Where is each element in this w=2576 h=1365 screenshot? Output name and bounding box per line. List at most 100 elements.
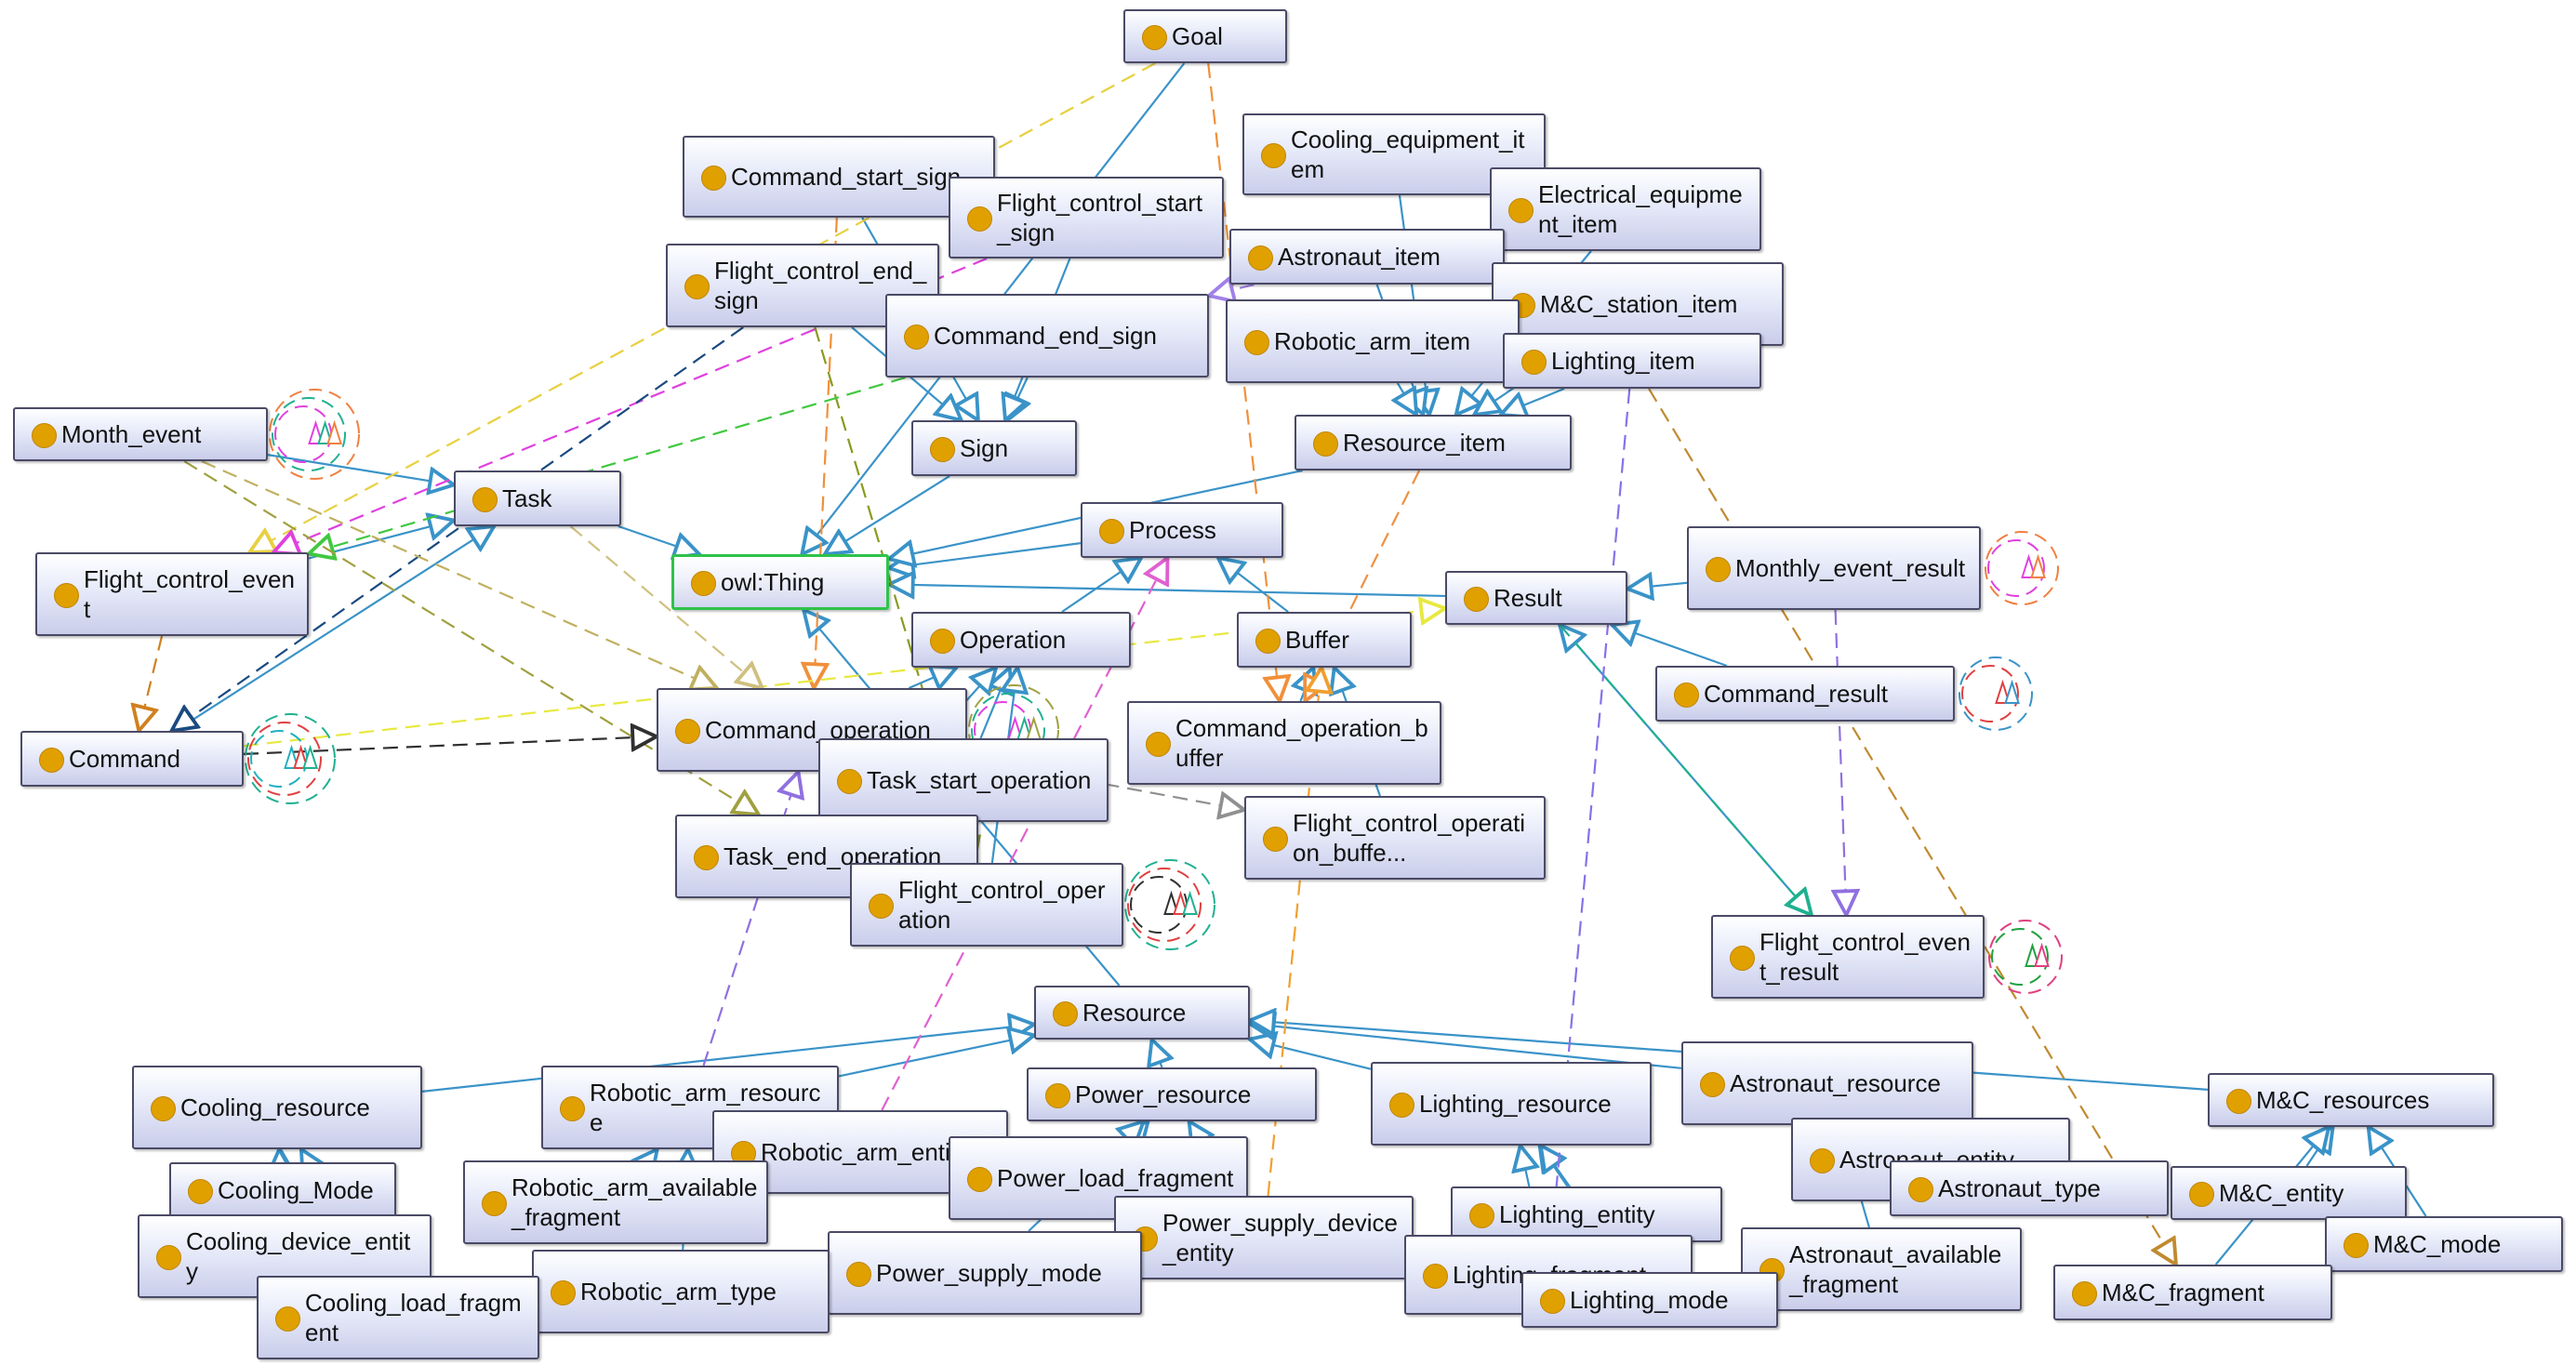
node-cooling-load-fragment[interactable]: Cooling_load_fragment xyxy=(257,1276,539,1359)
node-process[interactable]: Process xyxy=(1081,502,1283,558)
subclass-edge xyxy=(2305,1127,2332,1167)
node-operation[interactable]: Operation xyxy=(911,612,1131,668)
node-label: Lighting_resource xyxy=(1419,1090,1612,1118)
node-lighting-entity[interactable]: Lighting_entity xyxy=(1451,1186,1722,1242)
subclass-edge xyxy=(617,524,699,554)
node-sign[interactable]: Sign xyxy=(911,420,1077,476)
property-edge xyxy=(201,459,717,688)
self-loop-edge xyxy=(1991,928,2049,986)
node-flight-control-operation[interactable]: Flight_control_operation xyxy=(850,863,1123,947)
node-label: Result xyxy=(1494,584,1562,612)
node-label: Flight_control_start_sign xyxy=(997,189,1203,246)
node-astronaut-item[interactable]: Astronaut_item xyxy=(1229,229,1505,285)
node-command-start-sign[interactable]: Command_start_sign xyxy=(683,136,995,218)
node-label: Robotic_arm_resource xyxy=(590,1079,821,1136)
self-loop-arrowhead xyxy=(1163,890,1179,915)
node-lighting-resource[interactable]: Lighting_resource xyxy=(1371,1062,1652,1146)
property-edge xyxy=(309,376,906,554)
class-icon xyxy=(482,1190,507,1216)
node-command-result[interactable]: Command_result xyxy=(1655,666,1955,722)
self-loop-edge xyxy=(247,722,322,796)
node-mc-entity[interactable]: M&C_entity xyxy=(2171,1166,2407,1220)
subclass-edge xyxy=(1007,377,1028,420)
node-power-resource[interactable]: Power_resource xyxy=(1027,1067,1317,1121)
node-command-operation-buffer[interactable]: Command_operation_buffer xyxy=(1127,701,1441,785)
self-loop-edge xyxy=(1987,539,2045,597)
property-edge xyxy=(569,525,763,688)
node-resource-item[interactable]: Resource_item xyxy=(1295,415,1572,470)
class-icon xyxy=(1255,628,1281,654)
class-icon xyxy=(1674,682,1699,708)
class-icon xyxy=(1053,1001,1078,1027)
subclass-edge xyxy=(1398,382,1416,415)
node-electrical-equipment-item[interactable]: Electrical_equipment_item xyxy=(1490,167,1761,251)
class-icon xyxy=(1248,245,1273,271)
class-icon xyxy=(701,165,726,191)
node-astronaut-type[interactable]: Astronaut_type xyxy=(1890,1160,2169,1216)
class-icon xyxy=(1700,1071,1725,1097)
subclass-edge xyxy=(421,1025,1034,1093)
node-label: Robotic_arm_entity xyxy=(761,1138,969,1166)
subclass-edge xyxy=(825,475,950,554)
node-robotic-arm-available-fragment[interactable]: Robotic_arm_available_fragment xyxy=(463,1160,768,1244)
node-flight-control-operation-buffer[interactable]: Flight_control_operation_buffe... xyxy=(1244,796,1546,880)
subclass-edge xyxy=(1152,1040,1162,1067)
node-monthly-event-result[interactable]: Monthly_event_result xyxy=(1687,526,1981,610)
node-label: Cooling_device_entity xyxy=(186,1227,411,1285)
node-mc-resources[interactable]: M&C_resources xyxy=(2208,1073,2494,1127)
property-edge xyxy=(1207,62,1280,701)
node-astronaut-available-fragment[interactable]: Astronaut_available_fragment xyxy=(1741,1227,2022,1311)
node-flight-control-start-sign[interactable]: Flight_control_start_sign xyxy=(949,177,1224,258)
node-power-supply-mode[interactable]: Power_supply_mode xyxy=(828,1231,1142,1315)
node-task[interactable]: Task xyxy=(454,470,621,526)
class-icon xyxy=(560,1095,585,1121)
self-loop-edge xyxy=(971,693,1045,767)
class-icon xyxy=(1142,24,1167,50)
subclass-edge xyxy=(1501,387,1565,415)
class-icon xyxy=(691,570,716,596)
node-flight-control-event-result[interactable]: Flight_control_event_result xyxy=(1711,915,1985,999)
class-icon xyxy=(1389,1092,1414,1118)
node-flight-control-end-sign[interactable]: Flight_control_end_sign xyxy=(666,244,939,327)
node-owl-thing[interactable]: owl:Thing xyxy=(671,554,889,610)
node-cooling-resource[interactable]: Cooling_resource xyxy=(132,1066,422,1149)
node-goal[interactable]: Goal xyxy=(1123,9,1287,63)
node-resource[interactable]: Resource xyxy=(1034,986,1250,1040)
node-label: Cooling_equipment_item xyxy=(1291,126,1525,183)
node-mc-fragment[interactable]: M&C_fragment xyxy=(2053,1265,2332,1320)
node-lighting-mode[interactable]: Lighting_mode xyxy=(1521,1272,1778,1328)
node-buffer[interactable]: Buffer xyxy=(1237,612,1412,668)
class-icon xyxy=(1810,1147,1835,1173)
property-edge xyxy=(139,635,164,731)
node-label: M&C_mode xyxy=(2373,1230,2502,1258)
node-task-start-operation[interactable]: Task_start_operation xyxy=(818,738,1109,822)
node-label: Monthly_event_result xyxy=(1735,554,1966,582)
subclass-edge xyxy=(1061,558,1141,613)
node-month-event[interactable]: Month_event xyxy=(13,407,268,461)
class-icon xyxy=(1263,826,1288,852)
node-command-end-sign[interactable]: Command_end_sign xyxy=(885,294,1209,378)
node-cooling-mode[interactable]: Cooling_Mode xyxy=(169,1162,396,1218)
class-icon xyxy=(1045,1082,1070,1108)
node-task-end-operation[interactable]: Task_end_operation xyxy=(675,815,978,898)
node-flight-control-event[interactable]: Flight_control_event xyxy=(35,552,309,636)
node-mc-station-item[interactable]: M&C_station_item xyxy=(1492,262,1784,346)
node-result[interactable]: Result xyxy=(1445,571,1627,625)
node-astronaut-resource[interactable]: Astronaut_resource xyxy=(1681,1041,1973,1125)
node-robotic-arm-item[interactable]: Robotic_arm_item xyxy=(1226,299,1520,383)
self-loop-arrowhead xyxy=(326,419,342,444)
subclass-edge xyxy=(1250,1024,1682,1069)
node-lighting-item[interactable]: Lighting_item xyxy=(1503,333,1761,389)
class-icon xyxy=(275,1305,300,1332)
node-power-supply-device-entity[interactable]: Power_supply_device_entity xyxy=(1114,1196,1414,1279)
class-icon xyxy=(472,486,498,512)
class-icon xyxy=(32,422,57,448)
node-mc-mode[interactable]: M&C_mode xyxy=(2325,1216,2563,1272)
node-label: Task xyxy=(502,484,552,512)
node-label: Lighting_mode xyxy=(1570,1286,1729,1314)
node-robotic-arm-type[interactable]: Robotic_arm_type xyxy=(532,1250,830,1333)
class-icon xyxy=(151,1095,176,1121)
node-command[interactable]: Command xyxy=(20,731,244,787)
